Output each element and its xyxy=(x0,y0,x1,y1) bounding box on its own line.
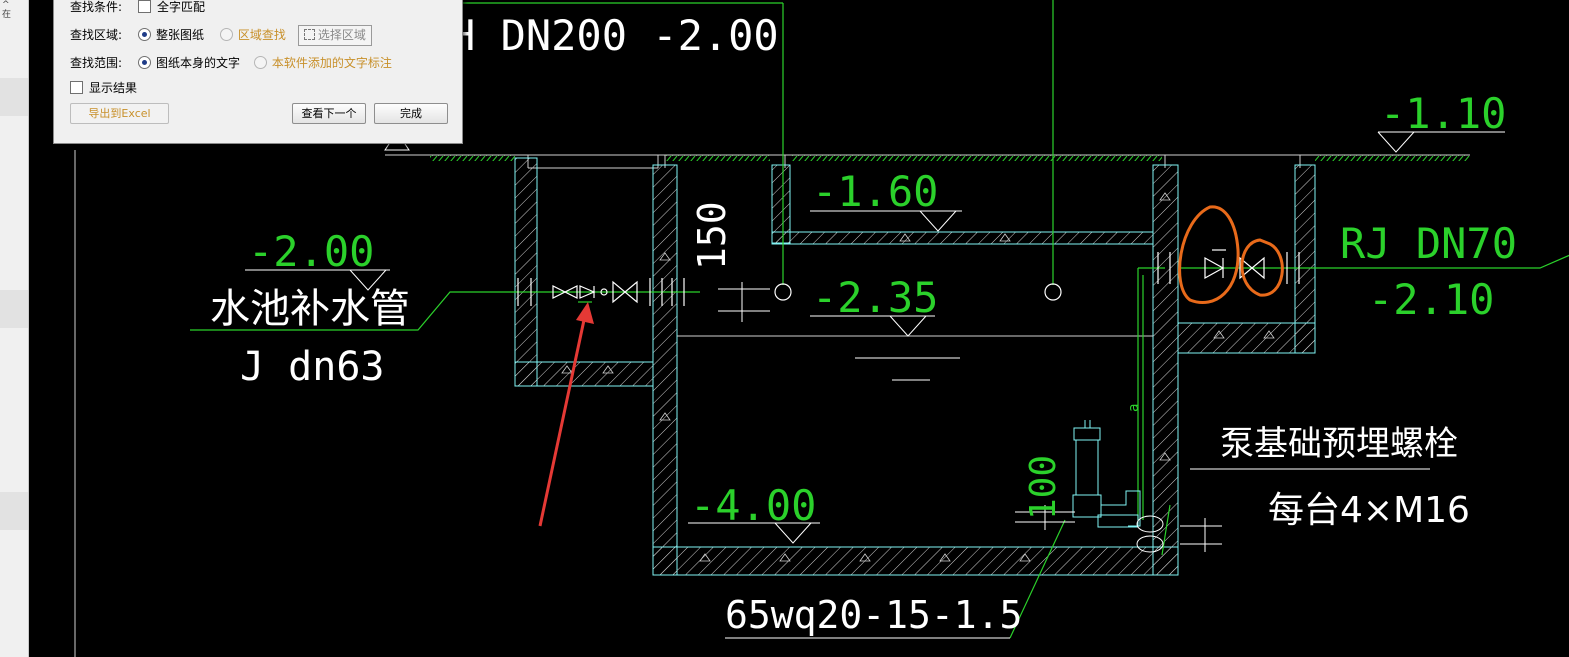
level-top-right: -1.10 xyxy=(1380,89,1506,138)
dim-150: 150 xyxy=(690,201,734,270)
done-button[interactable]: 完成 xyxy=(374,103,448,124)
pipe-top-label: H DN200 -2.00 xyxy=(450,11,779,60)
area-region-label: 区域查找 xyxy=(237,28,286,42)
level-water: -2.35 xyxy=(812,273,938,322)
area-row: 查找区域: 整张图纸 区域查找 选择区域 xyxy=(70,25,372,46)
select-region-button[interactable]: 选择区域 xyxy=(297,25,372,46)
select-region-icon xyxy=(303,29,315,40)
level-inner-shelf: -1.60 xyxy=(812,167,938,216)
supply-valves xyxy=(517,278,685,306)
level-left-pipe: -2.00 xyxy=(248,227,374,276)
pipe-section-circle xyxy=(774,283,792,301)
area-region-radio[interactable] xyxy=(219,28,233,41)
scope-added-radio[interactable] xyxy=(253,56,267,69)
show-results-label: 显示结果 xyxy=(89,81,138,95)
bolt-spec: 每台4×M16 xyxy=(1268,490,1470,531)
cad-drawing-canvas[interactable]: H DN200 -2.00 -1.10 -1.60 -2.00 水池补水管 J … xyxy=(28,0,1569,657)
pump-model: 65wq20-15-1.5 xyxy=(725,593,1022,637)
bolt-note: 泵基础预埋螺栓 xyxy=(1220,424,1458,464)
scope-label: 查找范围: xyxy=(70,56,123,70)
submersible-pump xyxy=(1072,420,1141,528)
concrete-walls xyxy=(514,157,1316,576)
whole-word-label: 全字匹配 xyxy=(157,0,206,14)
find-next-button[interactable]: 查看下一个 xyxy=(292,103,366,124)
condition-label: 查找条件: xyxy=(70,0,123,14)
red-annotation-arrow xyxy=(538,302,594,527)
supply-pipe-name: 水池补水管 xyxy=(210,286,410,332)
side-panel-band xyxy=(0,290,28,328)
rj-valves xyxy=(1157,249,1300,284)
scope-drawing-label: 图纸本身的文字 xyxy=(156,56,241,70)
dim-100: 100 xyxy=(1023,455,1064,520)
find-dialog: 查找条件: 全字匹配 查找区域: 整张图纸 区域查找 选择区域 查找范围: 图纸本身的文… xyxy=(53,0,463,144)
dimension-marks xyxy=(718,282,1222,553)
supply-pipe-spec: J dn63 xyxy=(240,344,385,390)
dim-a: a xyxy=(1126,404,1142,412)
area-label: 查找区域: xyxy=(70,28,123,42)
side-panel-band xyxy=(0,78,28,116)
area-full-label: 整张图纸 xyxy=(156,28,205,42)
scope-drawing-radio[interactable] xyxy=(138,56,151,69)
side-panel-band xyxy=(0,492,28,530)
orange-annotation-circles xyxy=(1178,205,1284,304)
pipe-section-circle xyxy=(1044,283,1062,301)
concrete-markers xyxy=(561,192,1275,562)
show-results-checkbox[interactable] xyxy=(70,81,83,94)
whole-word-checkbox[interactable] xyxy=(138,0,151,13)
level-bottom: -4.00 xyxy=(690,481,816,530)
export-excel-button[interactable]: 导出到Excel xyxy=(70,103,169,124)
area-full-radio[interactable] xyxy=(138,28,151,41)
rj-pipe-label: RJ DN70 xyxy=(1340,219,1517,268)
condition-row: 查找条件: 全字匹配 xyxy=(70,0,205,17)
select-region-label: 选择区域 xyxy=(317,28,366,42)
scope-added-label: 本软件添加的文字标注 xyxy=(271,56,392,70)
level-rj: -2.10 xyxy=(1368,275,1494,324)
side-panel-glyphs: ^在 xyxy=(2,0,12,20)
scope-row: 查找范围: 图纸本身的文字 本软件添加的文字标注 xyxy=(70,53,392,73)
show-results-row: 显示结果 xyxy=(70,78,137,98)
left-side-panel: ^在 xyxy=(0,0,29,657)
